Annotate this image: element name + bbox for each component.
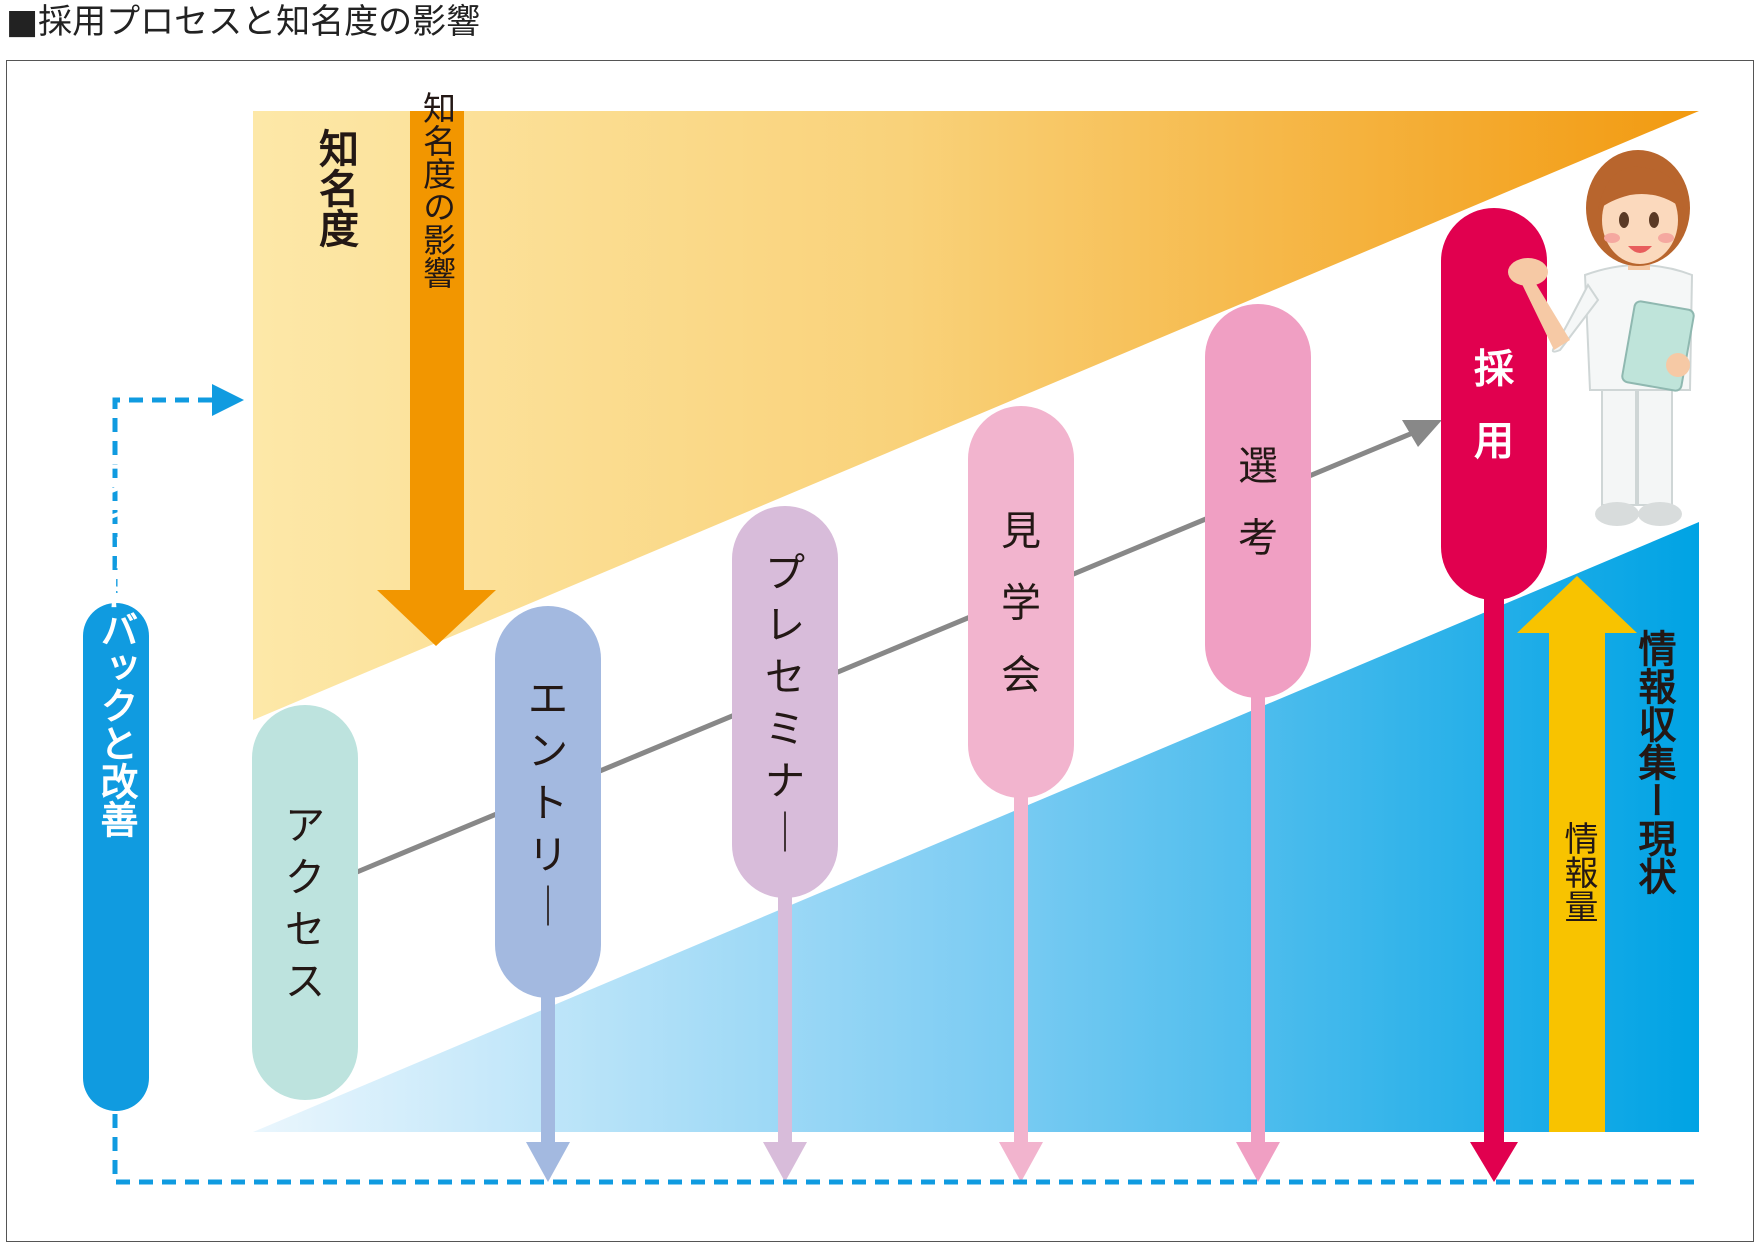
feedback-pill <box>83 603 149 1111</box>
stage-pill-tour <box>968 406 1074 798</box>
stage-pill-selection <box>1205 304 1311 698</box>
stage-drop-arrow-selection <box>1236 678 1280 1182</box>
stage-drop-arrow-tour <box>999 778 1043 1182</box>
stage-pills: アクセス エントリ｜ プレセミナ｜ 見学会 選考 採用 <box>252 208 1547 1100</box>
stage-label-selection: 選考 <box>1238 443 1278 561</box>
stage-drop-arrow-preseminar <box>763 878 807 1182</box>
information-wedge <box>253 522 1699 1132</box>
page-title: ■採用プロセスと知名度の影響 <box>6 2 481 42</box>
info-gathering-label: 情報収集ー現状 <box>1632 629 1677 895</box>
awareness-label: 知名度 <box>312 128 359 248</box>
stage-drop-arrow-entry <box>526 978 570 1182</box>
stage-label-hire: 採用 <box>1474 346 1515 464</box>
stage-drop-arrows <box>526 580 1518 1182</box>
stage-pill-entry <box>495 606 601 998</box>
stage-label-access: アクセス <box>285 803 325 1005</box>
feedback-loop <box>83 384 1699 1185</box>
stage-label-entry: エントリ｜ <box>528 676 568 930</box>
stage-pill-access <box>252 705 358 1100</box>
stage-pill-preseminar <box>732 506 838 898</box>
stage-label-tour: 見学会 <box>1001 508 1041 698</box>
info-amount-label: 情報量 <box>1558 821 1598 923</box>
stage-pill-hire <box>1441 208 1547 600</box>
feedback-label: フィードバックと改善 <box>94 458 138 838</box>
awareness-influence-arrow <box>377 111 496 646</box>
stage-drop-arrow-hire <box>1470 580 1518 1182</box>
diagram-frame <box>6 60 1754 1242</box>
info-amount-arrow <box>1517 576 1637 1132</box>
awareness-wedge <box>253 111 1699 720</box>
stage-label-preseminar: プレセミナ｜ <box>765 550 805 856</box>
nurse-illustration-icon <box>1508 150 1695 526</box>
awareness-influence-label: 知名度の影響 <box>418 91 457 289</box>
